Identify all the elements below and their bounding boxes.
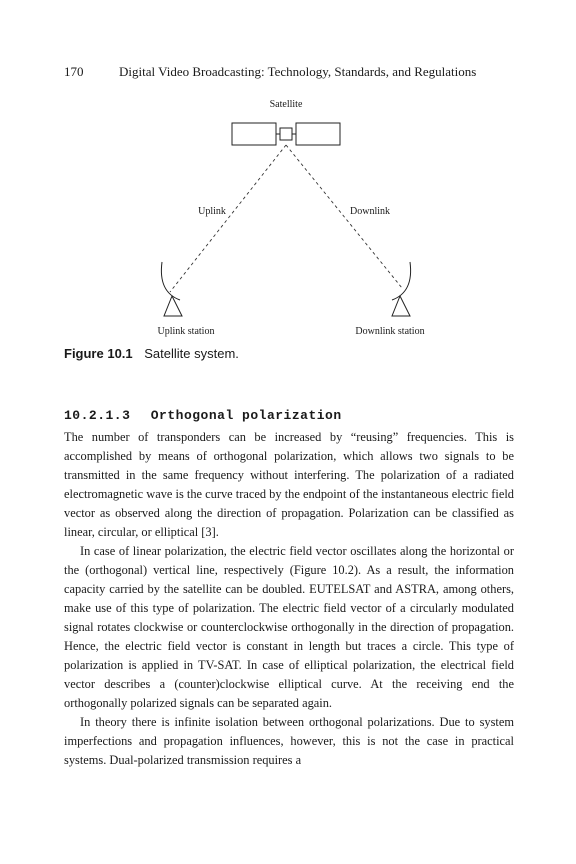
uplink-label: Uplink	[198, 206, 226, 217]
running-title: Digital Video Broadcasting: Technology, …	[119, 64, 477, 79]
paragraph: The number of transponders can be increa…	[64, 430, 514, 539]
downlink-dish-icon	[391, 261, 412, 317]
satellite-label: Satellite	[270, 99, 303, 110]
figure-caption-text: Satellite system.	[144, 346, 239, 361]
section-heading: 10.2.1.3 Orthogonal polarization	[64, 408, 342, 423]
figure-caption-label: Figure 10.1	[64, 346, 133, 361]
section-number: 10.2.1.3	[64, 408, 131, 423]
page-number: 170	[64, 64, 84, 79]
downlink-label: Downlink	[350, 206, 390, 217]
uplink-station-label: Uplink station	[158, 326, 215, 337]
paragraph: In case of linear polarization, the elec…	[64, 544, 514, 710]
section-title: Orthogonal polarization	[150, 408, 342, 423]
satellite-left-panel	[231, 122, 277, 146]
downlink-station-label: Downlink station	[355, 326, 424, 337]
paragraph: In theory there is infinite isolation be…	[64, 715, 514, 767]
downlink-path	[285, 144, 403, 289]
uplink-dish-icon	[160, 261, 183, 317]
satellite-system-figure: Satellite Uplink Downlink Uplink station…	[158, 99, 425, 337]
satellite-right-panel	[295, 122, 341, 146]
uplink-path	[169, 144, 287, 293]
body-text: The number of transponders can be increa…	[64, 428, 514, 770]
satellite-icon	[231, 122, 341, 146]
figure-caption: Figure 10.1 Satellite system.	[64, 346, 239, 361]
satellite-body	[279, 127, 293, 141]
